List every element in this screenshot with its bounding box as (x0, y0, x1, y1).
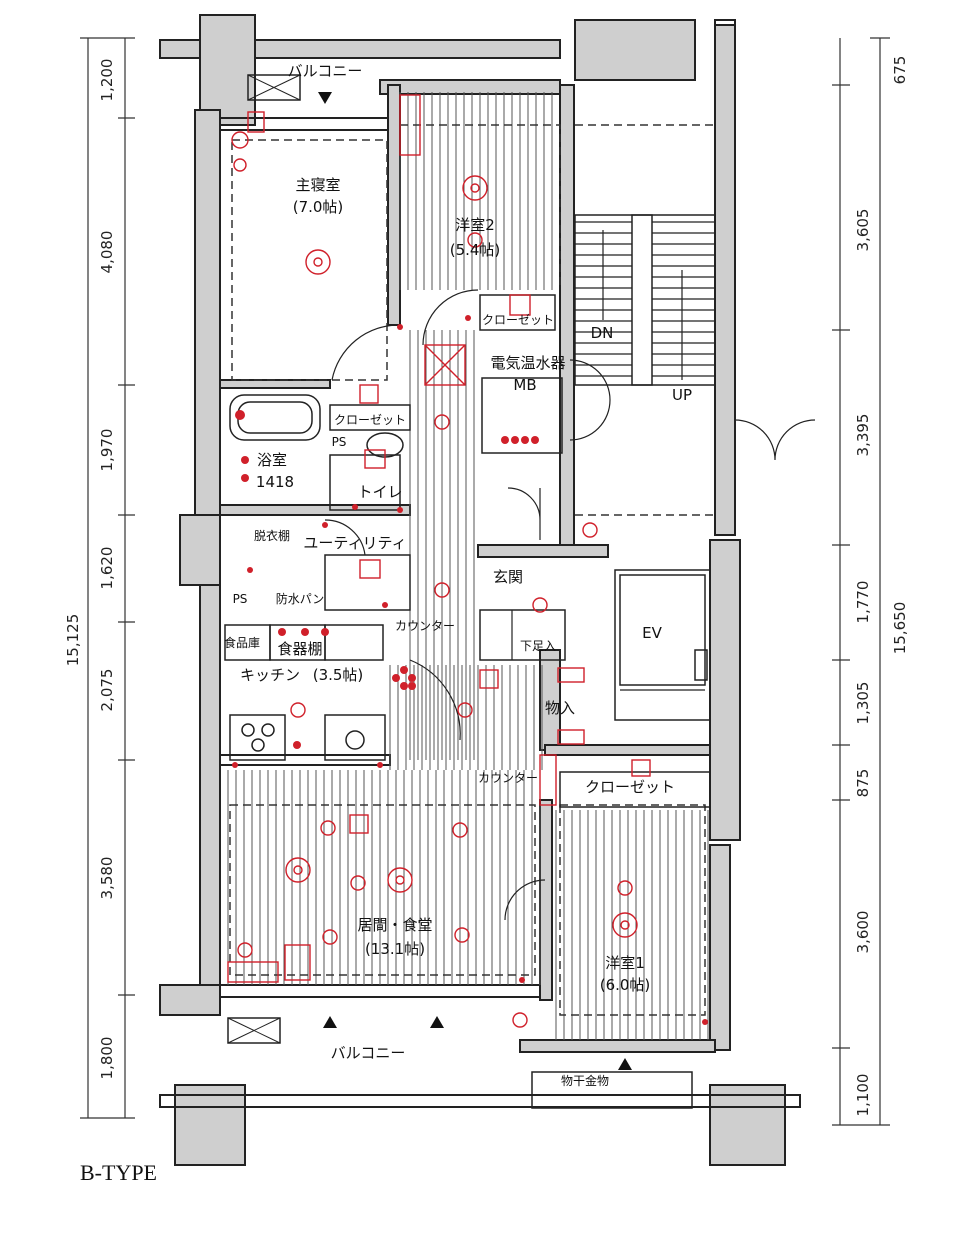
label-master-bedroom: 主寝室 (295, 176, 340, 194)
label-western2: 洋室2 (455, 216, 495, 234)
dim-left-3: 1,970 (98, 429, 116, 472)
label-shoe-box: 下足入 (520, 639, 556, 653)
ceiling-lines (229, 124, 715, 1016)
label-type: B-TYPE (80, 1160, 157, 1185)
label-up: UP (672, 386, 692, 404)
label-ps1: PS (332, 435, 347, 449)
label-entrance: 玄関 (493, 568, 523, 586)
label-toilet: トイレ (357, 483, 402, 501)
label-ps2: PS (233, 592, 248, 606)
dim-left-5: 2,075 (98, 669, 116, 712)
label-kitchen: キッチン (240, 666, 300, 684)
dim-right-5: 1,305 (854, 682, 872, 725)
dim-right-1: 675 (891, 56, 909, 85)
elevator (614, 569, 711, 721)
label-closet-big: クローゼット (585, 778, 675, 796)
label-master-bedroom-size: (7.0帖) (293, 198, 344, 216)
label-utility: ユーティリティ (303, 534, 406, 552)
label-living: 居間・食堂 (357, 916, 432, 934)
label-balcony-top: バルコニー (288, 62, 363, 80)
label-living-size: (13.1帖) (365, 940, 425, 958)
label-kitchen-size: (3.5帖) (313, 666, 364, 684)
flooring (227, 92, 709, 1040)
dim-left-total: 15,125 (64, 614, 82, 667)
label-food-store: 食品庫 (224, 635, 260, 650)
label-balcony-bottom: バルコニー (331, 1044, 406, 1062)
label-closet-w2: クローゼット (482, 313, 554, 327)
label-shelf-dressing: 脱衣棚 (254, 528, 290, 543)
label-dish-shelf: 食器棚 (277, 640, 322, 658)
label-waterproof-pan: 防水パン (276, 591, 325, 606)
label-water-heater: 電気温水器 (490, 354, 565, 372)
label-bath-size: 1418 (256, 473, 294, 491)
label-closet-small: クローゼット (334, 413, 406, 427)
label-bath: 浴室 (257, 451, 287, 469)
label-storage: 物入 (545, 699, 575, 717)
dim-left-6: 3,580 (98, 857, 116, 900)
label-ev: EV (642, 624, 662, 642)
dim-right-4: 1,770 (854, 581, 872, 624)
dim-right-6: 875 (854, 769, 872, 798)
dim-right-total: 15,650 (891, 602, 909, 655)
staircase (574, 214, 716, 386)
label-counter2: カウンター (478, 771, 538, 785)
dim-right-3: 3,395 (854, 414, 872, 457)
dimension-left: 1,200 4,080 1,970 1,620 2,075 3,580 1,80… (64, 37, 135, 1119)
dimension-right: 675 3,605 3,395 1,770 1,305 875 3,600 1,… (832, 37, 909, 1126)
dim-left-1: 1,200 (98, 59, 116, 102)
label-counter1: カウンター (395, 619, 455, 633)
walls (159, 14, 801, 1166)
label-western1: 洋室1 (605, 954, 645, 972)
label-western2-size: (5.4帖) (450, 241, 501, 259)
label-mb: MB (513, 376, 536, 394)
room-labels: バルコニー 主寝室 (7.0帖) 洋室2 (5.4帖) クローゼット 電気温水器… (80, 62, 692, 1185)
label-laundry-hanger: 物干金物 (561, 1073, 609, 1088)
electrical-symbols (227, 94, 708, 1028)
label-dn: DN (591, 324, 614, 342)
label-western1-size: (6.0帖) (600, 976, 651, 994)
dim-left-2: 4,080 (98, 231, 116, 274)
dim-right-2: 3,605 (854, 209, 872, 252)
dim-left-7: 1,800 (98, 1037, 116, 1080)
doors (324, 289, 816, 921)
dim-left-4: 1,620 (98, 547, 116, 590)
dim-right-7: 3,600 (854, 911, 872, 954)
dim-right-8: 1,100 (854, 1074, 872, 1117)
